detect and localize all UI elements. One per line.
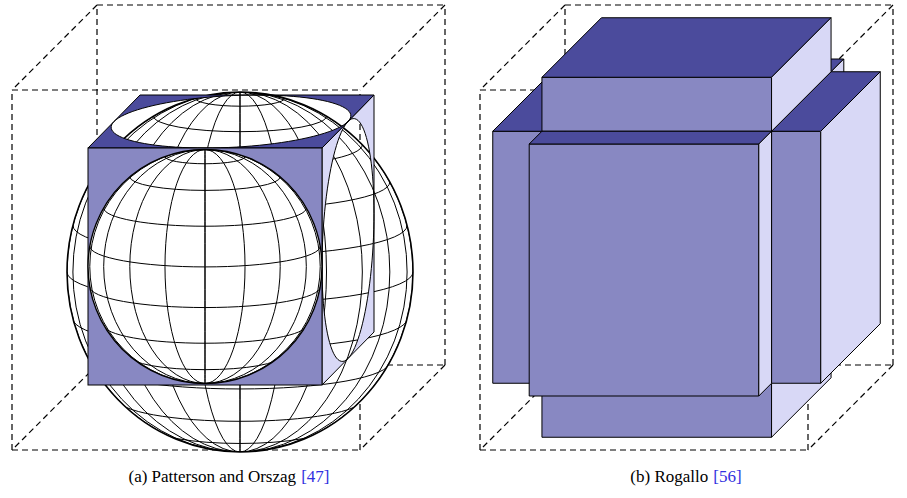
box-right-face (759, 131, 772, 396)
caption-text: (a) Patterson and Orszag (129, 467, 297, 487)
dashed-box-edge (12, 365, 97, 450)
box-right-face (772, 18, 832, 132)
dashed-box-edge (892, 5, 893, 365)
parallel-line (154, 116, 327, 132)
dashed-box-edge (565, 4, 893, 5)
sphere-outline (67, 92, 413, 452)
dashed-box-edge (12, 5, 97, 90)
sphere-disc-outline (88, 150, 322, 384)
box-front-face (529, 144, 759, 396)
dashed-box-edge (479, 90, 480, 450)
dashed-box-edge (11, 90, 12, 450)
box-faces (493, 18, 881, 438)
subfigure-caption: (b) Rogallo[56] (630, 467, 741, 487)
meridian-line (90, 150, 320, 384)
parallel-line (195, 98, 285, 106)
meridian-line (67, 92, 413, 452)
parallel-line (130, 356, 280, 370)
parallel-line (165, 157, 245, 164)
dashed-box-edge (12, 89, 360, 90)
box-top-face (529, 131, 771, 144)
citation-number: [47] (301, 467, 329, 487)
dashed-box-edge (97, 4, 445, 5)
citation-number: [56] (713, 467, 741, 487)
dashed-box-edge (480, 449, 808, 450)
sphere-grid (67, 92, 413, 454)
dashed-box-edge (360, 5, 445, 90)
sphere (67, 92, 413, 452)
parallel-line (118, 399, 363, 421)
subfigure-caption: (a) Patterson and Orszag[47] (129, 467, 330, 487)
meridian-line (73, 92, 407, 452)
sphere-disc (88, 150, 322, 384)
parallel-line (90, 246, 320, 267)
cube-front-face (88, 148, 322, 385)
parallel-line (90, 287, 320, 308)
dashed-box (480, 5, 893, 450)
parallel-line (130, 177, 280, 191)
cross-truncation-figure (480, 5, 893, 450)
dashed-box-edge (12, 449, 360, 450)
cube-top-face (88, 95, 374, 148)
box-front-face (542, 77, 772, 131)
dashed-box-edge (444, 5, 445, 365)
parallel-line (104, 325, 307, 343)
sphere-truncation-figure (12, 5, 445, 454)
parallel-line (104, 208, 307, 226)
caption-text: (b) Rogallo (630, 467, 708, 487)
sphere-grid (90, 150, 320, 384)
box-right-face (821, 72, 881, 384)
box-front-face (772, 131, 821, 383)
